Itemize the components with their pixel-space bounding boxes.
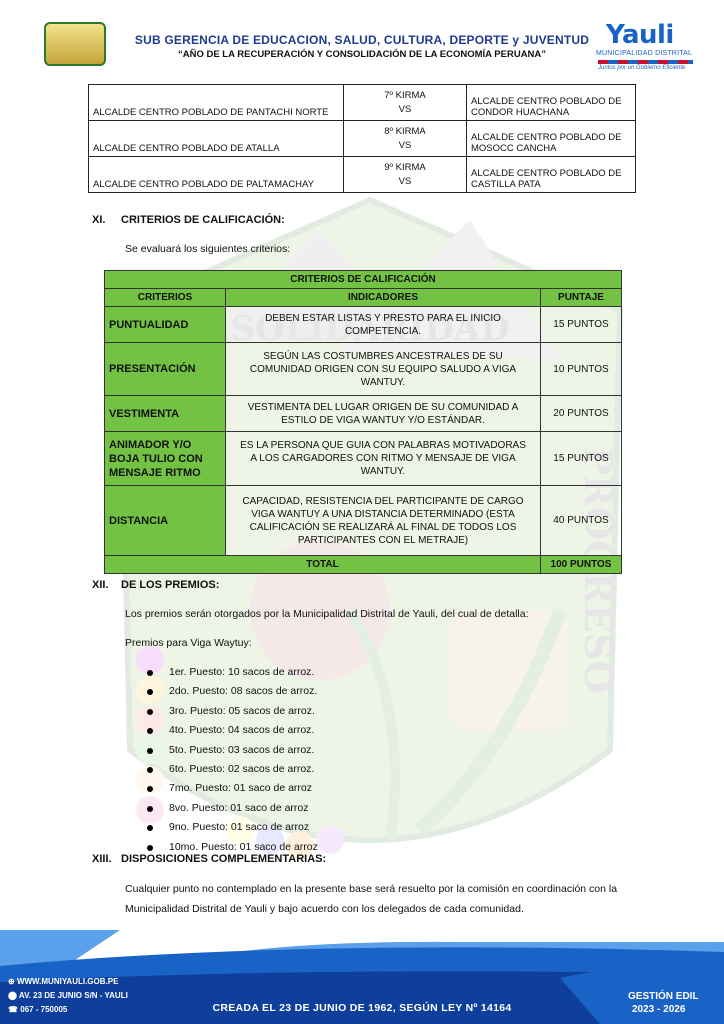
list-item: 10mo. Puesto: 01 saco de arroz	[146, 838, 318, 857]
match-table: ALCALDE CENTRO POBLADO DE PANTACHI NORTE…	[88, 84, 636, 193]
brand-slogan: Juntos por un Gobierno Eficiente	[598, 65, 686, 71]
criterion-name: ANIMADOR Y/O BOJA TULIO CON MENSAJE RITM…	[104, 431, 226, 486]
location-pin-icon: ⬤	[8, 991, 17, 1000]
footer-address-row: ⬤ AV. 23 DE JUNIO S/N - YAULI	[8, 991, 128, 1000]
criterion-points: 15 PUNTOS	[540, 306, 622, 343]
section-xii-sub: Premios para Viga Waytuy:	[125, 637, 252, 649]
criteria-row: VESTIMENTA VESTIMENTA DEL LUGAR ORIGEN D…	[104, 395, 622, 432]
footer-gestion: GESTIÓN EDIL	[628, 991, 699, 1002]
criterion-indicator: CAPACIDAD, RESISTENCIA DEL PARTICIPANTE …	[225, 485, 541, 556]
match-row: ALCALDE CENTRO POBLADO DE PALTAMACHAY 9º…	[88, 156, 636, 193]
globe-icon: ⊕	[8, 977, 15, 986]
list-item: 8vo. Puesto: 01 saco de arroz	[146, 799, 318, 818]
total-points: 100 PUNTOS	[540, 555, 622, 574]
match-home: ALCALDE CENTRO POBLADO DE PANTACHI NORTE	[88, 84, 344, 121]
footer-website[interactable]: WWW.MUNIYAULI.GOB.PE	[16, 977, 119, 986]
criterion-points: 40 PUNTOS	[540, 485, 622, 556]
section-xii-number: XII.	[92, 579, 109, 591]
page-footer: ⊕ WWW.MUNIYAULI.GOB.PE ⬤ AV. 23 DE JUNIO…	[0, 930, 724, 1024]
section-xiii-number: XIII.	[92, 853, 112, 865]
criterion-name: PUNTUALIDAD	[104, 306, 226, 343]
list-item: 5to. Puesto: 03 sacos de arroz.	[146, 741, 318, 760]
brand-name: Yauli	[606, 20, 674, 50]
footer-years: 2023 - 2026	[632, 1004, 686, 1015]
section-xi-intro: Se evaluará los siguientes criterios:	[125, 243, 291, 255]
section-xi-title: CRITERIOS DE CALIFICACIÓN:	[121, 214, 285, 226]
footer-wave	[0, 930, 724, 1024]
brand-subtitle: MUNICIPALIDAD DISTRITAL	[596, 50, 693, 57]
criteria-row: ANIMADOR Y/O BOJA TULIO CON MENSAJE RITM…	[104, 431, 622, 486]
municipal-crest-logo	[44, 22, 106, 66]
criterion-points: 15 PUNTOS	[540, 431, 622, 486]
section-xiii-text-2: Municipalidad Distrital de Yauli y bajo …	[125, 903, 524, 915]
total-label: TOTAL	[104, 555, 541, 574]
criterion-name: DISTANCIA	[104, 485, 226, 556]
list-item: 4to. Puesto: 04 sacos de arroz.	[146, 721, 318, 740]
criterion-points: 20 PUNTOS	[540, 395, 622, 432]
criterion-indicator: SEGÚN LAS COSTUMBRES ANCESTRALES DE SU C…	[225, 342, 541, 396]
match-away: ALCALDE CENTRO POBLADO DE MOSOCC CANCHA	[466, 120, 636, 157]
list-item: 2do. Puesto: 08 sacos de arroz.	[146, 682, 318, 701]
match-away: ALCALDE CENTRO POBLADO DE CONDOR HUACHAN…	[466, 84, 636, 121]
list-item: 9no. Puesto: 01 saco de arroz	[146, 818, 318, 837]
criterion-name: PRESENTACIÓN	[104, 342, 226, 396]
criteria-row: DISTANCIA CAPACIDAD, RESISTENCIA DEL PAR…	[104, 485, 622, 556]
section-xii-intro: Los premios serán otorgados por la Munic…	[125, 608, 529, 620]
section-xii-title: DE LOS PREMIOS:	[121, 579, 220, 591]
criterion-indicator: ES LA PERSONA QUE GUIA CON PALABRAS MOTI…	[225, 431, 541, 486]
col-header-indicators: INDICADORES	[225, 288, 541, 307]
footer-phone-row: ☎ 067 - 750005	[8, 1005, 67, 1014]
criteria-row: PUNTUALIDAD DEBEN ESTAR LISTAS Y PRESTO …	[104, 306, 622, 343]
section-xi-number: XI.	[92, 214, 106, 226]
section-xiii-text-1: Cualquier punto no contemplado en la pre…	[125, 883, 618, 895]
brand-stripe	[598, 60, 693, 64]
header-title: SUB GERENCIA DE EDUCACION, SALUD, CULTUR…	[134, 33, 590, 47]
list-item: 1er. Puesto: 10 sacos de arroz.	[146, 663, 318, 682]
criteria-table-title: CRITERIOS DE CALIFICACIÓN	[104, 270, 622, 289]
prize-list: 1er. Puesto: 10 sacos de arroz. 2do. Pue…	[146, 663, 318, 857]
footer-website-row: ⊕ WWW.MUNIYAULI.GOB.PE	[8, 977, 118, 986]
phone-icon: ☎	[8, 1005, 18, 1014]
criteria-table: CRITERIOS DE CALIFICACIÓN CRITERIOS INDI…	[104, 270, 622, 574]
footer-address: AV. 23 DE JUNIO S/N - YAULI	[18, 991, 128, 1000]
header-subtitle: “AÑO DE LA RECUPERACIÓN Y CONSOLIDACIÓN …	[177, 49, 547, 60]
footer-phone: 067 - 750005	[20, 1005, 68, 1014]
list-item: 7mo. Puesto: 01 saco de arroz	[146, 779, 318, 798]
match-home: ALCALDE CENTRO POBLADO DE PALTAMACHAY	[88, 156, 344, 193]
match-away: ALCALDE CENTRO POBLADO DE CASTILLA PATA	[466, 156, 636, 193]
list-item: 6to. Puesto: 02 sacos de arroz.	[146, 760, 318, 779]
match-row: ALCALDE CENTRO POBLADO DE PANTACHI NORTE…	[88, 84, 636, 121]
match-row: ALCALDE CENTRO POBLADO DE ATALLA 8º KIRM…	[88, 120, 636, 157]
col-header-points: PUNTAJE	[540, 288, 622, 307]
list-item: 3ro. Puesto: 05 sacos de arroz.	[146, 702, 318, 721]
criterion-indicator: DEBEN ESTAR LISTAS Y PRESTO PARA EL INIC…	[225, 306, 541, 343]
match-home: ALCALDE CENTRO POBLADO DE ATALLA	[88, 120, 344, 157]
criterion-name: VESTIMENTA	[104, 395, 226, 432]
section-xiii-title: DISPOSICIONES COMPLEMENTARIAS:	[121, 853, 327, 865]
criterion-points: 10 PUNTOS	[540, 342, 622, 396]
col-header-criteria: CRITERIOS	[104, 288, 226, 307]
footer-created: CREADA EL 23 DE JUNIO DE 1962, SEGÚN LEY…	[212, 1002, 512, 1014]
criterion-indicator: VESTIMENTA DEL LUGAR ORIGEN DE SU COMUNI…	[225, 395, 541, 432]
yauli-brand-logo: Yauli MUNICIPALIDAD DISTRITAL Juntos por…	[596, 20, 708, 71]
criteria-row: PRESENTACIÓN SEGÚN LAS COSTUMBRES ANCEST…	[104, 342, 622, 396]
